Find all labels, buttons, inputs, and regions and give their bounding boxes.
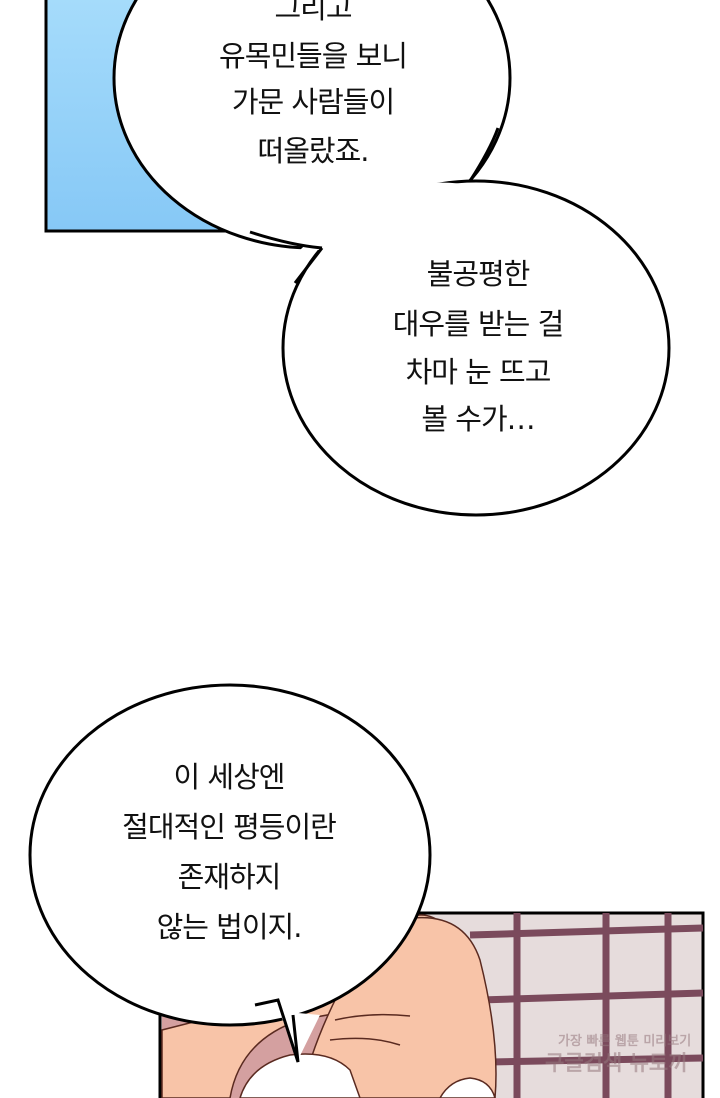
- bubble-2-line-4: 볼 수가…: [421, 402, 535, 436]
- bubble-3-line-4: 않는 법이지.: [156, 910, 303, 944]
- speech-bubble-2: [249, 127, 671, 517]
- window-lattice: [469, 913, 704, 1098]
- bubble-1-line-1: 그리고: [274, 0, 352, 25]
- bubble-3-line-1: 이 세상엔: [173, 760, 286, 794]
- speech-bubble-3: [28, 683, 432, 1063]
- bubble-1-line-3: 가문 사람들이: [231, 85, 395, 119]
- bubble-2-line-3: 차마 눈 뜨고: [405, 355, 552, 389]
- bubble-2-line-1: 불공평한: [426, 257, 531, 291]
- bubble-2-line-2: 대우를 받는 걸: [392, 307, 565, 341]
- bubble-1-line-2: 유목민들을 보니: [219, 39, 408, 73]
- watermark-line-1: 가장 빠른 웹툰 미리보기: [558, 1034, 692, 1049]
- watermark-line-2: 구글검색 뉴토끼: [545, 1051, 688, 1075]
- bubble-3-line-3: 존재하지: [177, 860, 282, 894]
- bubble-1-line-4: 떠올랐죠.: [257, 134, 370, 168]
- bubble-3-line-2: 절대적인 평등이란: [122, 810, 337, 844]
